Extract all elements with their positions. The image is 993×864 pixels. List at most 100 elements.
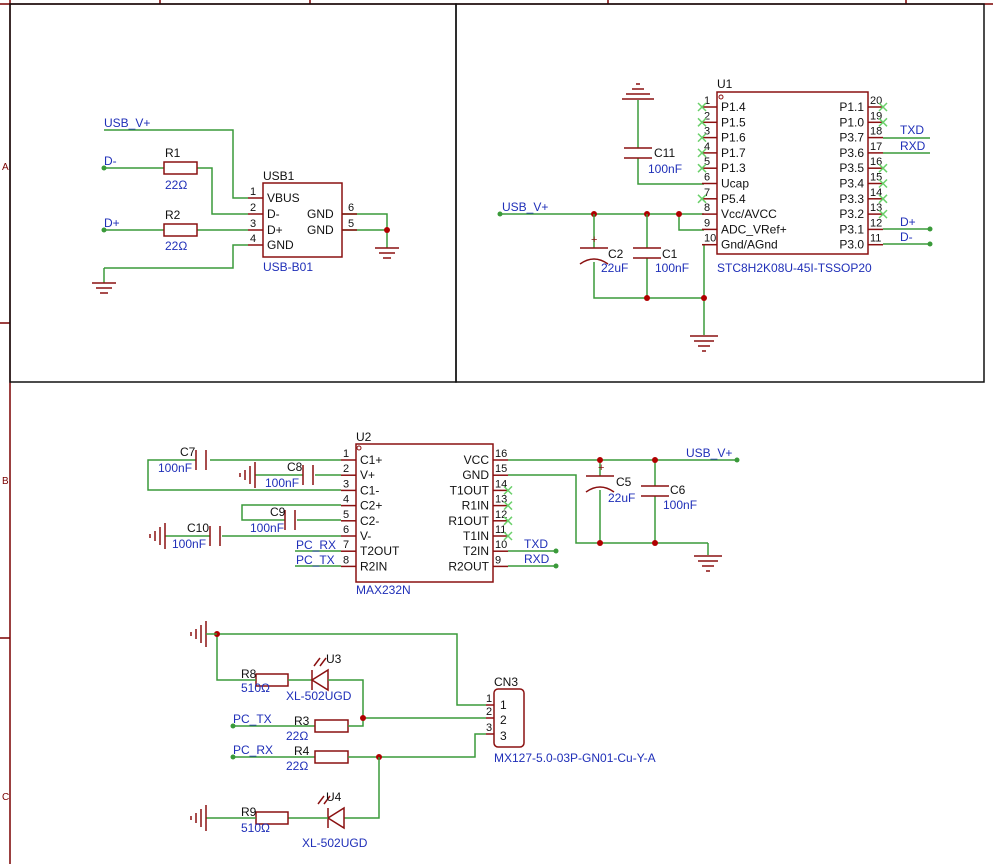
ground-icon [622, 83, 654, 100]
pin-name: P3.3 [839, 192, 864, 206]
c10-ref: C10 [187, 521, 209, 535]
c5-ref: C5 [616, 475, 632, 489]
u4-value: XL-502UGD [302, 836, 368, 850]
net-label-usb-vplus: USB_V+ [502, 200, 548, 214]
net-label-dminus: D- [104, 154, 117, 168]
pin-number: 8 [343, 554, 349, 566]
led-u3: U3 XL-502UGD [286, 652, 352, 703]
c8-value: 100nF [265, 476, 299, 490]
usb1-pin-name: GND [307, 207, 334, 221]
ground-icon [239, 462, 256, 488]
c7-ref: C7 [180, 445, 196, 459]
ground-icon [375, 245, 399, 259]
c1-ref: C1 [662, 247, 678, 261]
cn3-ref: CN3 [494, 675, 518, 689]
c2-ref: C2 [608, 247, 624, 261]
usb-section: USB_V+ D- D+ R1 22Ω R2 22Ω USB1 USB-B01 … [92, 116, 399, 294]
cn3-pin-name: 2 [500, 713, 507, 727]
capacitor-c7: C7 100nF [158, 445, 207, 475]
pin-name: P3.5 [839, 161, 864, 175]
pin-number: 5 [343, 509, 349, 521]
c9-ref: C9 [270, 505, 286, 519]
svg-text:+: + [591, 234, 597, 246]
usb1-pin-num: 1 [250, 186, 256, 198]
mcu-section-box [455, 3, 985, 383]
resistor-r4: R4 22Ω [286, 744, 349, 773]
usb1-pin-name: D+ [267, 223, 283, 237]
pin-number: 1 [704, 95, 710, 107]
c2-value: 22uF [601, 261, 628, 275]
net-label-usb-vplus: USB_V+ [686, 446, 732, 460]
pin-name: P3.4 [839, 177, 864, 191]
zone-row-c: C [2, 792, 9, 803]
usb1-pin-num: 6 [348, 202, 354, 214]
r8-value: 510Ω [241, 681, 270, 695]
r3-value: 22Ω [286, 729, 308, 743]
pin-name: P1.6 [721, 131, 746, 145]
net-label-usb-vplus: USB_V+ [104, 116, 150, 130]
net-label-pc-rx: PC_RX [296, 538, 336, 552]
ground-icon [190, 805, 207, 831]
pin-number: 16 [495, 448, 507, 460]
capacitor-c10: C10 100nF [172, 521, 221, 551]
usb1-pin-num: 5 [348, 218, 354, 230]
u1-ref: U1 [717, 77, 733, 91]
r9-ref: R9 [241, 805, 257, 819]
usb-connector-usb1: USB1 USB-B01 1 2 3 4 6 5 VBUS D- D+ GND … [248, 169, 357, 274]
no-connect-icon [697, 117, 707, 127]
r4-value: 22Ω [286, 759, 308, 773]
no-connect-icon [697, 148, 707, 158]
u4-ref: U4 [326, 790, 342, 804]
pin-name: P3.2 [839, 207, 864, 221]
pin-name: P5.4 [721, 192, 746, 206]
no-connect-icon [878, 178, 888, 189]
c6-ref: C6 [670, 483, 686, 497]
pin-name: GND [462, 468, 489, 482]
pin-number: 6 [704, 172, 710, 184]
pin-name: P3.0 [839, 238, 864, 252]
r4-ref: R4 [294, 744, 310, 758]
cn3-pin-name: 3 [500, 729, 507, 743]
capacitor-c1: C1 100nF [633, 247, 689, 275]
pin-number: 11 [870, 233, 881, 245]
pin-number: 3 [704, 126, 710, 138]
cn3-pin-num: 1 [486, 693, 492, 705]
u2-ref: U2 [356, 430, 372, 444]
ground-icon [92, 282, 116, 294]
pin-number: 1 [343, 448, 349, 460]
capacitor-c11: C11 100nF [624, 146, 682, 176]
pin-number: 11 [495, 524, 506, 536]
resistor-r9: R9 510Ω [241, 805, 289, 835]
capacitor-c5: + C5 22uF [585, 462, 635, 505]
pin-number: 7 [343, 539, 349, 551]
no-connect-icon [697, 194, 707, 204]
pin-name: R1OUT [448, 514, 489, 528]
pin-number: 7 [704, 187, 710, 199]
net-label-txd: TXD [900, 123, 924, 137]
pin-name: V- [360, 529, 371, 543]
no-connect-icon [503, 501, 513, 511]
pin-name: P1.7 [721, 146, 746, 160]
c1-value: 100nF [655, 261, 689, 275]
pin-number: 12 [870, 217, 882, 229]
pin-name: P1.0 [839, 115, 864, 129]
pin-number: 2 [343, 463, 349, 475]
no-connect-icon [878, 117, 888, 127]
max232-section: C7 100nF C8 100nF C9 100nF [147, 430, 740, 597]
pin-name: Ucap [721, 177, 749, 191]
ground-icon [190, 621, 217, 647]
zone-row-b: B [2, 476, 9, 487]
svg-text:+: + [598, 462, 604, 474]
no-connect-icon [878, 194, 888, 204]
pin-number: 4 [704, 141, 710, 153]
capacitor-c9: C9 100nF [250, 505, 296, 535]
no-connect-icon [697, 163, 707, 173]
pin-number: 18 [870, 126, 882, 138]
pin-number: 8 [704, 202, 710, 214]
cn3-pin-name: 1 [500, 698, 507, 712]
